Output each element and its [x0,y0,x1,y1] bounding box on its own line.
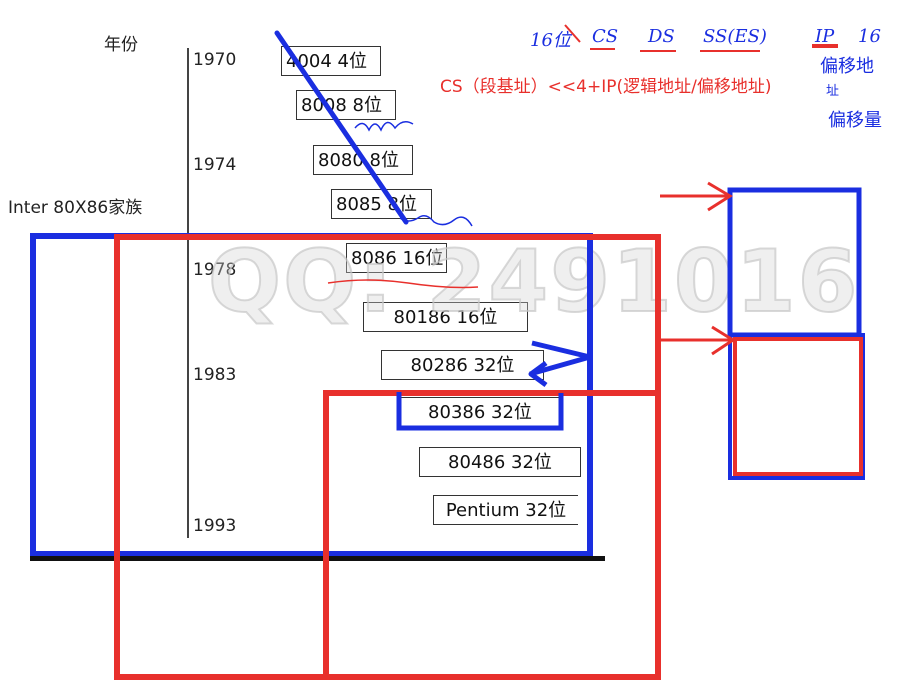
chip-8080: 8080 8位 [313,145,413,175]
register-ss-es: SS(ES) [703,26,767,47]
memory-box-bottom-inner [733,337,863,476]
address-formula: CS（段基址）<<4+IP(逻辑地址/偏移地址) [440,77,772,97]
year-1978: 1978 [193,260,237,280]
chip-pentium: Pentium 32位 [433,495,578,525]
red-outer-box [114,234,661,680]
red-arrow-bottom [655,325,736,356]
timeline-axis [187,48,189,538]
register-prefix: 16位 [530,30,571,51]
red-underline [327,279,479,289]
year-1974: 1974 [193,155,237,175]
blue-80386-highlight [396,392,564,431]
note-offset-address-tail: 址 [826,84,840,99]
chip-80286: 80286 32位 [381,350,544,380]
red-inner-box [323,390,661,680]
bottom-black-bar [30,556,605,561]
chip-8085: 8085 8位 [331,189,432,219]
memory-box-top [727,187,862,338]
red-arrow-top [660,181,733,212]
blue-scribble [354,121,473,227]
blue-arrow-mark [528,340,593,388]
chip-8086: 8086 16位 [346,243,447,273]
register-ip-note: 16 [858,26,881,47]
note-offset-address: 偏移地 [820,56,874,77]
blue-diagonal-stroke [274,30,409,225]
register-ip: IP [815,26,835,47]
chip-80186: 80186 16位 [363,302,528,332]
year-1993: 1993 [193,516,237,536]
year-1970: 1970 [193,50,237,70]
prefix-scribble [564,24,581,43]
chip-80386: 80386 32位 [399,397,561,427]
memory-box-bottom-outer [728,333,865,480]
watermark: QQ: 2491016 [207,231,860,333]
family-label: Inter 80X86家族 [8,198,143,218]
year-header: 年份 [104,35,138,55]
chip-80486: 80486 32位 [419,447,581,477]
register-ds: DS [648,26,675,47]
note-offset-amount: 偏移量 [828,110,882,131]
year-1983: 1983 [193,365,237,385]
register-cs: CS [592,26,619,47]
